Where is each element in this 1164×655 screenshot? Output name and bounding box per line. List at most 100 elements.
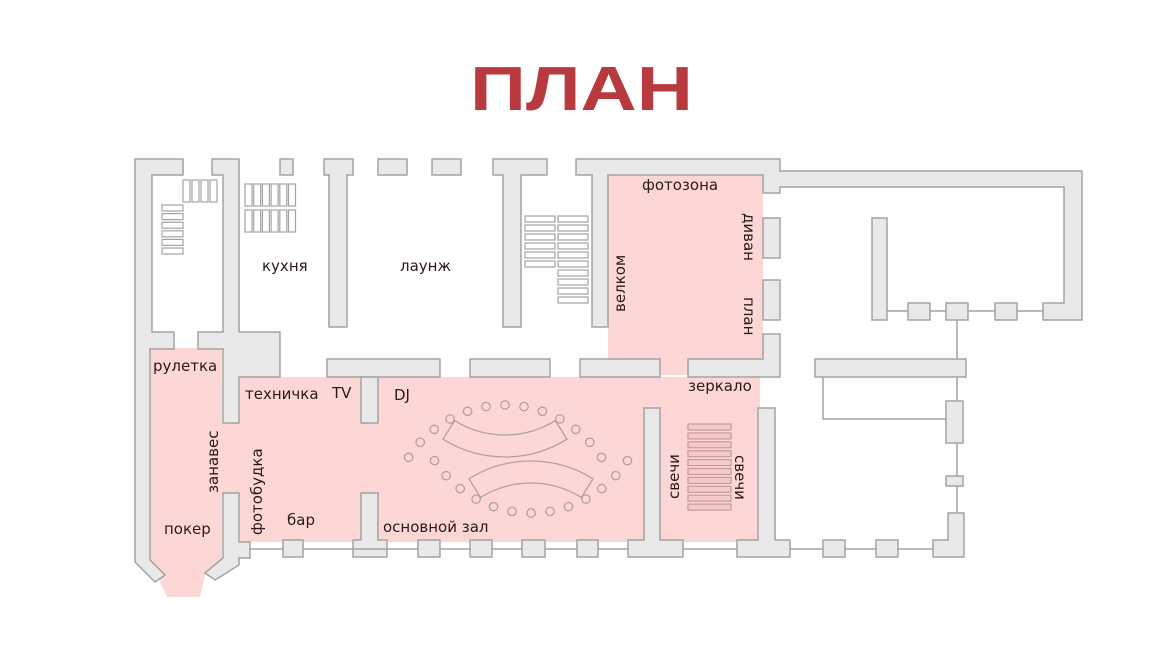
candle-stand <box>687 432 732 440</box>
stair-step <box>557 269 589 277</box>
label-tech-room: техничка <box>245 385 319 403</box>
chair <box>415 437 426 448</box>
zone-photozone <box>608 175 763 375</box>
stair-step <box>524 215 556 223</box>
zone-roulette-poker <box>150 348 222 597</box>
label-tv: TV <box>331 384 352 402</box>
candle-stand <box>687 503 732 511</box>
banquet-table-group <box>403 400 607 463</box>
zone-main-hall <box>240 377 760 542</box>
chair <box>563 501 574 512</box>
stair-step <box>524 242 556 250</box>
candle-stand <box>687 423 732 431</box>
walls <box>134 158 1083 583</box>
label-poker: покер <box>164 520 211 538</box>
chair <box>287 209 297 233</box>
stair-step <box>557 251 589 259</box>
chair <box>279 183 288 207</box>
chair <box>161 247 184 255</box>
stair-step <box>524 224 556 232</box>
label-mirror: зеркало <box>688 377 752 395</box>
chair <box>161 204 184 212</box>
label-roulette: рулетка <box>153 357 217 375</box>
chair <box>191 179 200 203</box>
chair <box>471 494 481 504</box>
candle-stand <box>687 476 732 484</box>
chair <box>261 183 270 207</box>
stair-step <box>557 278 589 286</box>
chair <box>584 437 595 448</box>
chair <box>488 501 499 512</box>
label-photobooth: фотобудка <box>248 448 266 535</box>
chair <box>287 183 297 207</box>
label-bar: бар <box>287 511 315 529</box>
chair <box>507 506 517 517</box>
banquet-tables <box>403 400 633 518</box>
chair <box>279 209 288 233</box>
furniture <box>161 179 732 511</box>
chair <box>570 424 581 435</box>
stair-step <box>557 287 589 295</box>
chair <box>581 494 591 504</box>
stair-step <box>557 233 589 241</box>
chair <box>610 470 621 481</box>
banquet-table-group <box>429 455 633 518</box>
chair <box>596 452 607 463</box>
label-plan: план <box>740 297 758 335</box>
label-lounge: лаунж <box>400 257 451 275</box>
page-title: ПЛАН <box>470 55 693 124</box>
chair <box>261 209 270 233</box>
chair <box>622 455 633 466</box>
room-labels: кухня лаунж велком фотозона диван план р… <box>153 176 758 538</box>
chair <box>270 209 279 233</box>
label-kitchen: кухня <box>262 257 308 275</box>
chair <box>441 470 452 481</box>
label-sofa: диван <box>740 213 758 261</box>
chair <box>500 400 510 410</box>
label-candles-right: свечи <box>731 455 749 500</box>
candle-stand <box>687 467 732 476</box>
stair-step <box>557 242 589 250</box>
stair-step <box>557 215 589 223</box>
chair <box>161 213 184 221</box>
chair <box>596 483 607 494</box>
candle-stand <box>687 450 732 458</box>
chair <box>244 209 253 233</box>
chair <box>555 414 565 424</box>
chair <box>445 414 455 424</box>
label-photozone: фотозона <box>642 176 718 194</box>
zone-curtain <box>222 423 242 495</box>
chair <box>182 179 191 203</box>
chair <box>209 179 218 203</box>
chair <box>161 238 184 246</box>
chair <box>161 230 184 238</box>
stair-step <box>557 296 589 304</box>
label-candles-left: свечи <box>665 454 683 499</box>
stair-step <box>524 260 556 268</box>
chair <box>403 452 414 463</box>
chair <box>429 455 440 466</box>
chair <box>253 183 262 207</box>
candle-stand <box>687 485 732 493</box>
chair <box>200 179 209 203</box>
stair-step <box>524 233 556 241</box>
stair-step <box>557 260 589 268</box>
chair <box>244 183 253 207</box>
chair <box>253 209 262 233</box>
chair <box>537 406 548 417</box>
label-dj: DJ <box>394 386 410 404</box>
banquet-table <box>442 419 568 458</box>
candle-stand <box>687 494 732 502</box>
chair <box>462 406 473 417</box>
label-main-hall: основной зал <box>383 518 489 536</box>
chair <box>161 221 184 229</box>
chair <box>526 508 536 518</box>
chair <box>545 506 555 517</box>
candle-stand <box>687 459 732 467</box>
banquet-table <box>468 460 594 499</box>
candle-stand <box>687 441 732 449</box>
stair-step <box>524 251 556 259</box>
chair <box>481 401 491 412</box>
event-zones <box>150 175 763 597</box>
